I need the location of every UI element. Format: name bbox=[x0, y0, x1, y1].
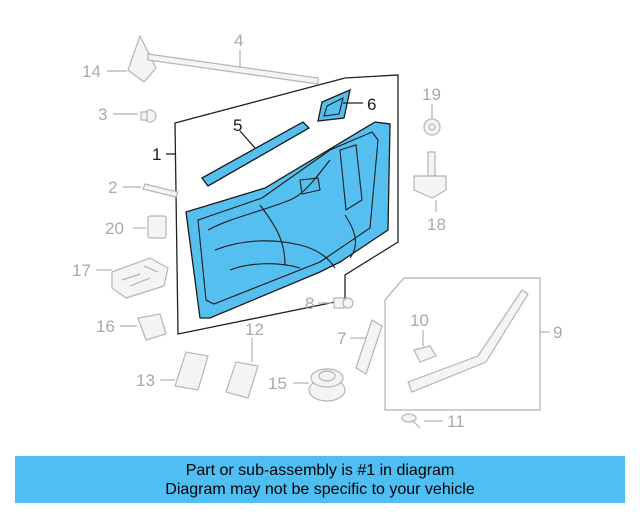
callout-10[interactable]: 10 bbox=[410, 311, 429, 330]
part-8-clip[interactable] bbox=[333, 297, 354, 309]
assembly-outline bbox=[174, 74, 399, 335]
part-10-clip[interactable] bbox=[413, 345, 437, 363]
part-13-module[interactable] bbox=[174, 351, 209, 391]
info-banner: Part or sub-assembly is #1 in diagram Di… bbox=[15, 456, 625, 503]
callout-9[interactable]: 9 bbox=[553, 323, 562, 342]
part-12-module[interactable] bbox=[225, 361, 259, 399]
callout-1[interactable]: 1 bbox=[152, 145, 161, 164]
callout-20[interactable]: 20 bbox=[105, 219, 124, 238]
part-17-switch-bank[interactable] bbox=[111, 257, 169, 299]
part-19-cap[interactable] bbox=[423, 118, 441, 136]
callout-8[interactable]: 8 bbox=[305, 294, 314, 313]
callout-14[interactable]: 14 bbox=[82, 62, 101, 81]
part-7-bracket[interactable] bbox=[355, 319, 383, 375]
callout-11[interactable]: 11 bbox=[447, 412, 465, 431]
callout-4[interactable]: 4 bbox=[234, 31, 243, 50]
part-5-strip[interactable] bbox=[201, 121, 311, 187]
part-3-clip[interactable] bbox=[140, 109, 157, 123]
part-4-weatherstrip[interactable] bbox=[147, 53, 319, 85]
callout-12[interactable]: 12 bbox=[245, 320, 264, 339]
part-2-screw[interactable] bbox=[142, 183, 179, 198]
callout-13[interactable]: 13 bbox=[136, 371, 155, 390]
callout-18[interactable]: 18 bbox=[427, 215, 446, 234]
callout-17[interactable]: 17 bbox=[72, 261, 91, 280]
callout-16[interactable]: 16 bbox=[96, 317, 115, 336]
door-trim-panel[interactable] bbox=[185, 121, 391, 319]
part-11-screw[interactable] bbox=[401, 413, 421, 429]
part-20-switch[interactable] bbox=[147, 215, 167, 239]
banner-line-1: Part or sub-assembly is #1 in diagram bbox=[185, 461, 455, 479]
callout-3[interactable]: 3 bbox=[98, 105, 107, 124]
part-18-retainer[interactable] bbox=[413, 151, 447, 199]
part-9-outline bbox=[384, 277, 541, 411]
part-9-trim-strip[interactable] bbox=[407, 289, 529, 393]
callout-6[interactable]: 6 bbox=[367, 95, 376, 114]
parts-diagram: 1 5 6 14 4 3 2 20 17 bbox=[72, 31, 562, 431]
callout-5[interactable]: 5 bbox=[233, 116, 242, 135]
banner-line-2: Diagram may not be specific to your vehi… bbox=[165, 480, 475, 498]
part-6-insert[interactable] bbox=[317, 88, 351, 122]
callout-15[interactable]: 15 bbox=[268, 374, 287, 393]
callout-2[interactable]: 2 bbox=[108, 178, 117, 197]
callout-19[interactable]: 19 bbox=[422, 85, 441, 104]
part-15-speaker[interactable] bbox=[308, 368, 346, 402]
part-14-trim[interactable] bbox=[127, 34, 157, 83]
part-16-switch[interactable] bbox=[137, 313, 167, 341]
callout-7[interactable]: 7 bbox=[337, 329, 346, 348]
